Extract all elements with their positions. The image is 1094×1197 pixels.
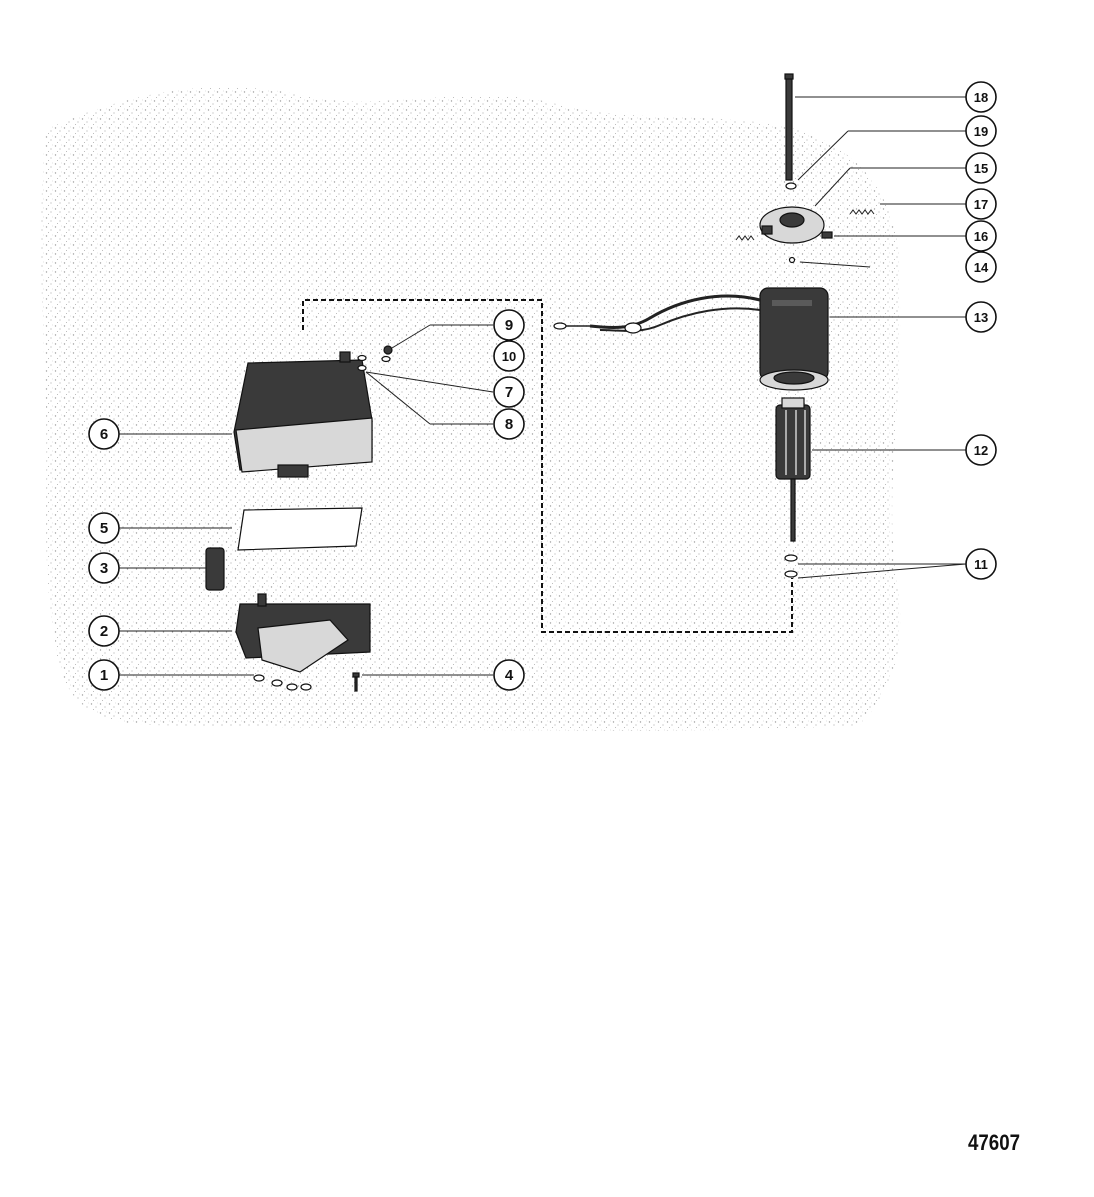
svg-text:19: 19: [974, 124, 988, 139]
svg-text:7: 7: [505, 384, 513, 401]
callout-4: 4: [493, 659, 525, 691]
part-washer-upper: [784, 554, 798, 562]
part-gasket: [237, 507, 363, 551]
svg-text:11: 11: [974, 557, 988, 572]
callout-17: 17: [965, 188, 997, 220]
leader-lines: [119, 96, 967, 676]
svg-text:14: 14: [974, 260, 989, 275]
part-rod: [784, 73, 794, 181]
svg-text:4: 4: [505, 667, 514, 684]
part-wire-harness: [553, 294, 761, 334]
part-lockwasher: [381, 355, 391, 363]
svg-text:17: 17: [974, 197, 988, 212]
callout-11: 11: [965, 548, 997, 580]
callout-5: 5: [88, 512, 120, 544]
part-cover: [233, 351, 373, 478]
part-washer: [788, 256, 796, 264]
part-spring: [849, 209, 875, 215]
callout-13: 13: [965, 301, 997, 333]
part-armature: [775, 397, 811, 542]
callout-8: 8: [493, 408, 525, 440]
part-spring-left: [735, 235, 755, 241]
svg-text:18: 18: [974, 90, 988, 105]
part-small-rings: [253, 674, 312, 691]
part-brush-plate: [759, 206, 825, 244]
svg-text:5: 5: [100, 520, 108, 537]
svg-text:8: 8: [505, 416, 513, 433]
svg-text:16: 16: [974, 229, 988, 244]
svg-text:1: 1: [100, 667, 108, 684]
part-screw: [352, 672, 360, 692]
callout-1: 1: [88, 659, 120, 691]
svg-text:12: 12: [974, 443, 988, 458]
callout-16: 16: [965, 220, 997, 252]
svg-text:6: 6: [100, 426, 108, 443]
part-coupling: [205, 547, 225, 591]
callout-14: 14: [965, 251, 997, 283]
part-washer-lower: [784, 570, 798, 578]
svg-text:9: 9: [505, 317, 513, 334]
svg-text:10: 10: [502, 349, 516, 364]
part-terminal: [821, 231, 833, 239]
wiring-dashed-line: [302, 299, 793, 633]
svg-text:15: 15: [974, 161, 988, 176]
stippled-background: [41, 87, 901, 731]
part-nut: [383, 345, 393, 355]
figure-number: 47607: [968, 1130, 1021, 1155]
part-housing-base: [235, 593, 371, 673]
callout-2: 2: [88, 615, 120, 647]
callout-9: 9: [493, 309, 525, 341]
callout-10: 10: [493, 340, 525, 372]
svg-text:2: 2: [100, 623, 108, 640]
svg-text:13: 13: [974, 310, 988, 325]
part-field-housing: [759, 287, 829, 391]
callout-15: 15: [965, 152, 997, 184]
callout-19: 19: [965, 115, 997, 147]
callout-18: 18: [965, 81, 997, 113]
part-washer-8: [357, 364, 367, 372]
callout-12: 12: [965, 434, 997, 466]
part-ring: [785, 182, 797, 190]
callout-3: 3: [88, 552, 120, 584]
part-washer-7: [357, 354, 367, 362]
svg-text:3: 3: [100, 560, 108, 577]
callout-7: 7: [493, 376, 525, 408]
callout-6: 6: [88, 418, 120, 450]
